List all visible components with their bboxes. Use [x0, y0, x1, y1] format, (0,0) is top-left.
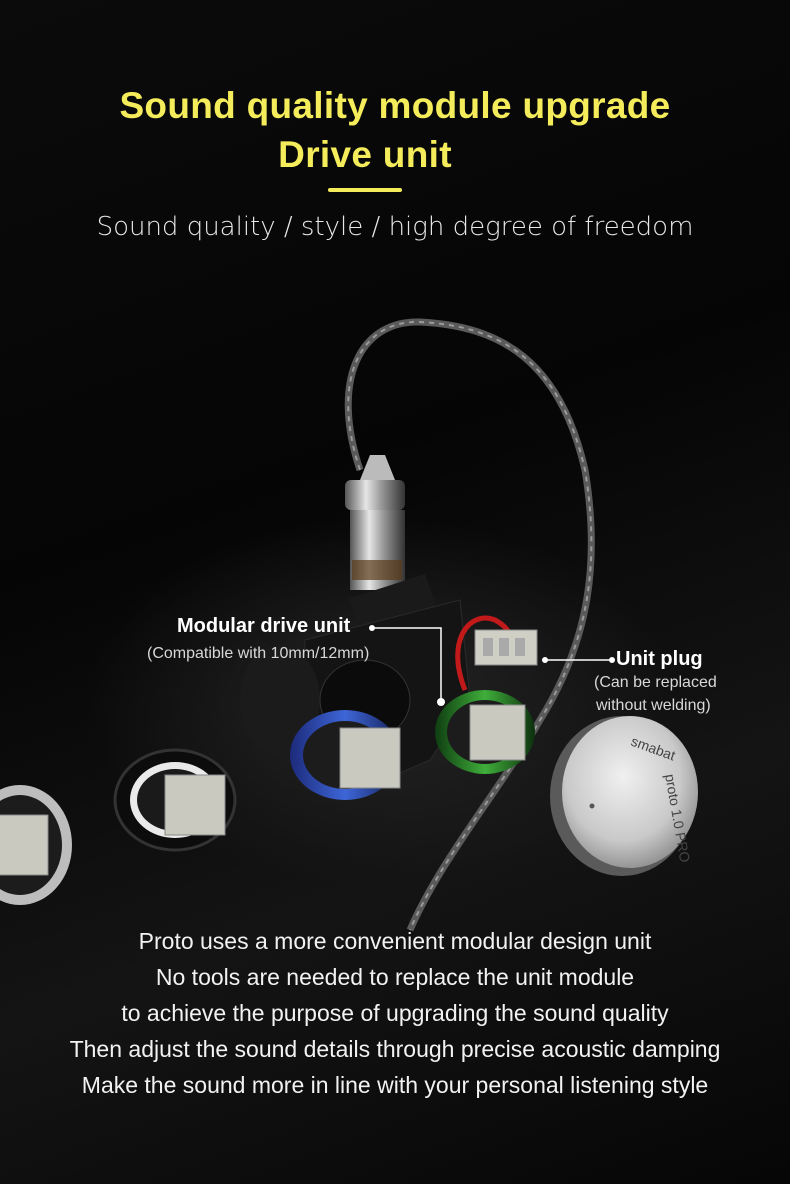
unit-plug-connector — [474, 629, 538, 666]
headline-line-2: Drive unit — [278, 134, 452, 175]
product-illustration: smabat proto 1.0 PRO — [0, 318, 698, 932]
callout-unit-plug-note-2: without welding) — [596, 697, 711, 714]
callout-unit-plug: Unit plug — [616, 648, 703, 670]
description-line-3: to achieve the purpose of upgrading the … — [121, 1000, 669, 1026]
callout-unit-plug-note-1: (Can be replaced — [594, 674, 717, 691]
description: Proto uses a more convenient modular des… — [0, 923, 790, 1103]
headline-underline — [328, 188, 402, 192]
callout-modular-drive-unit-note: (Compatible with 10mm/12mm) — [147, 645, 370, 662]
black-drive-module — [113, 748, 237, 852]
description-line-2: No tools are needed to replace the unit … — [155, 964, 635, 990]
subtitle: Sound quality / style / high degree of f… — [96, 212, 694, 242]
headline-line-1: Sound quality module upgrade — [119, 85, 671, 126]
description-line-1: Proto uses a more convenient modular des… — [138, 928, 652, 954]
callout-lines — [372, 627, 612, 700]
silver-drive-module — [0, 785, 72, 905]
faceplate-disc: smabat proto 1.0 PRO — [550, 716, 698, 876]
green-drive-module — [435, 690, 535, 774]
callout-modular-drive-unit: Modular drive unit — [177, 615, 351, 637]
blue-drive-module — [290, 710, 401, 800]
description-line-4: Then adjust the sound details through pr… — [69, 1036, 721, 1062]
description-line-5: Make the sound more in line with your pe… — [81, 1072, 709, 1098]
